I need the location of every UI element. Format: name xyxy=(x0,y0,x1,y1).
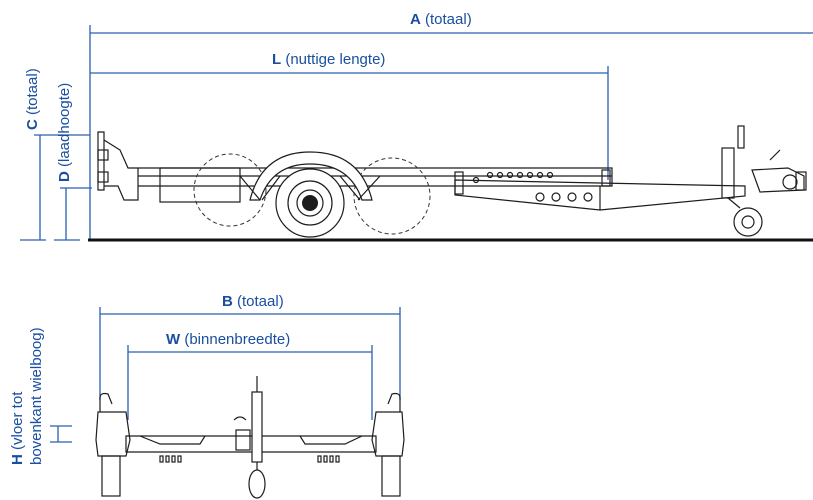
dimension-l-usable-length xyxy=(90,66,609,180)
label-h-arch-height-line2: bovenkant wielboog) xyxy=(28,327,45,465)
main-wheel xyxy=(275,168,345,238)
label-d-load-height: D (laadhoogte) xyxy=(56,83,73,182)
left-wheel-front xyxy=(95,392,131,497)
dimension-w-inner-width xyxy=(127,345,373,420)
trailer-side-view xyxy=(88,125,813,242)
dimension-h-arch-height xyxy=(50,425,72,443)
dimension-d-load-height xyxy=(54,187,92,241)
center-drawbar xyxy=(233,376,266,499)
rear-wheel-outline xyxy=(193,153,267,227)
chassis-holes-left xyxy=(159,455,182,463)
label-h-arch-height: H (vloer tot xyxy=(9,391,26,465)
label-c-total: C (totaal) xyxy=(24,68,41,130)
label-a-total: A (totaal) xyxy=(410,11,472,28)
chassis-holes-right xyxy=(317,455,340,463)
frame-holes xyxy=(472,171,593,202)
wheel-arch xyxy=(249,151,373,201)
right-wheel-front xyxy=(371,392,405,497)
trailer-front-view xyxy=(95,376,405,499)
dimension-b-total-width xyxy=(99,307,401,400)
label-b-total: B (totaal) xyxy=(222,293,284,310)
dimension-c-total-height xyxy=(20,134,90,241)
label-w-inner-width: W (binnenbreedte) xyxy=(166,331,290,348)
label-l-usable-length: L (nuttige lengte) xyxy=(272,51,385,68)
jockey-wheel xyxy=(721,125,763,237)
tow-coupling xyxy=(751,149,807,193)
dimension-a-total-length xyxy=(89,25,813,240)
front-wheel-outline xyxy=(353,157,431,235)
